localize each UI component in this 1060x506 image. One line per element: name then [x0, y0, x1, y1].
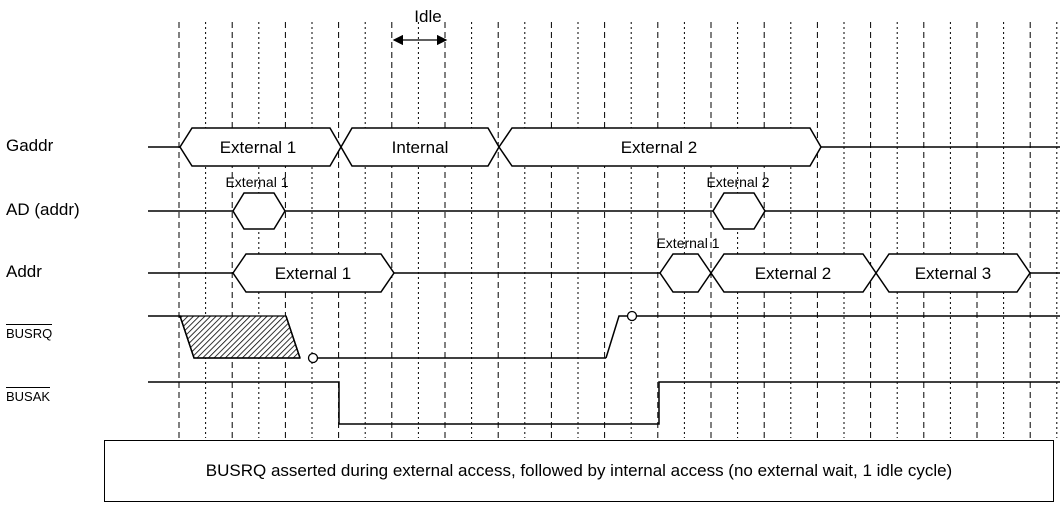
ad-external2-text: External 2: [706, 174, 769, 190]
idle-label: Idle: [414, 7, 441, 26]
busrq-sample-point-high: [626, 310, 638, 322]
addr-external2-text: External 2: [755, 264, 832, 283]
busrq-sample-point-low: [307, 352, 319, 364]
busrq-hatched-transition: [179, 315, 301, 359]
addr-waveform: [148, 253, 1060, 293]
ad-segment-external2: [712, 192, 766, 230]
addr-external3-text: External 3: [915, 264, 992, 283]
gaddr-waveform: [148, 127, 1060, 167]
ad-waveform: [148, 192, 1060, 230]
ad-addr-label: AD (addr): [6, 200, 80, 219]
busak-waveform: [148, 381, 1060, 425]
addr-label: Addr: [6, 262, 42, 281]
addr-segment-short-external1: [659, 253, 712, 293]
busrq-label: BUSRQ: [6, 324, 53, 341]
busak-label: BUSAK: [6, 387, 51, 404]
gaddr-external1-text: External 1: [220, 138, 297, 157]
clock-grid-lines: [178, 22, 1058, 438]
ad-segment-external1: [232, 192, 286, 230]
ad-external1-text: External 1: [225, 174, 288, 190]
busrq-label-text: BUSRQ: [6, 324, 53, 341]
gaddr-label: Gaddr: [6, 136, 54, 155]
addr-short-external1-text: External 1: [656, 235, 719, 251]
diagram-caption: BUSRQ asserted during external access, f…: [104, 440, 1054, 502]
gaddr-external2-text: External 2: [621, 138, 698, 157]
gaddr-internal-text: Internal: [392, 138, 449, 157]
busrq-waveform: [148, 310, 1060, 364]
busak-label-text: BUSAK: [6, 387, 51, 404]
addr-external1-text: External 1: [275, 264, 352, 283]
idle-marker: Idle: [392, 7, 448, 46]
